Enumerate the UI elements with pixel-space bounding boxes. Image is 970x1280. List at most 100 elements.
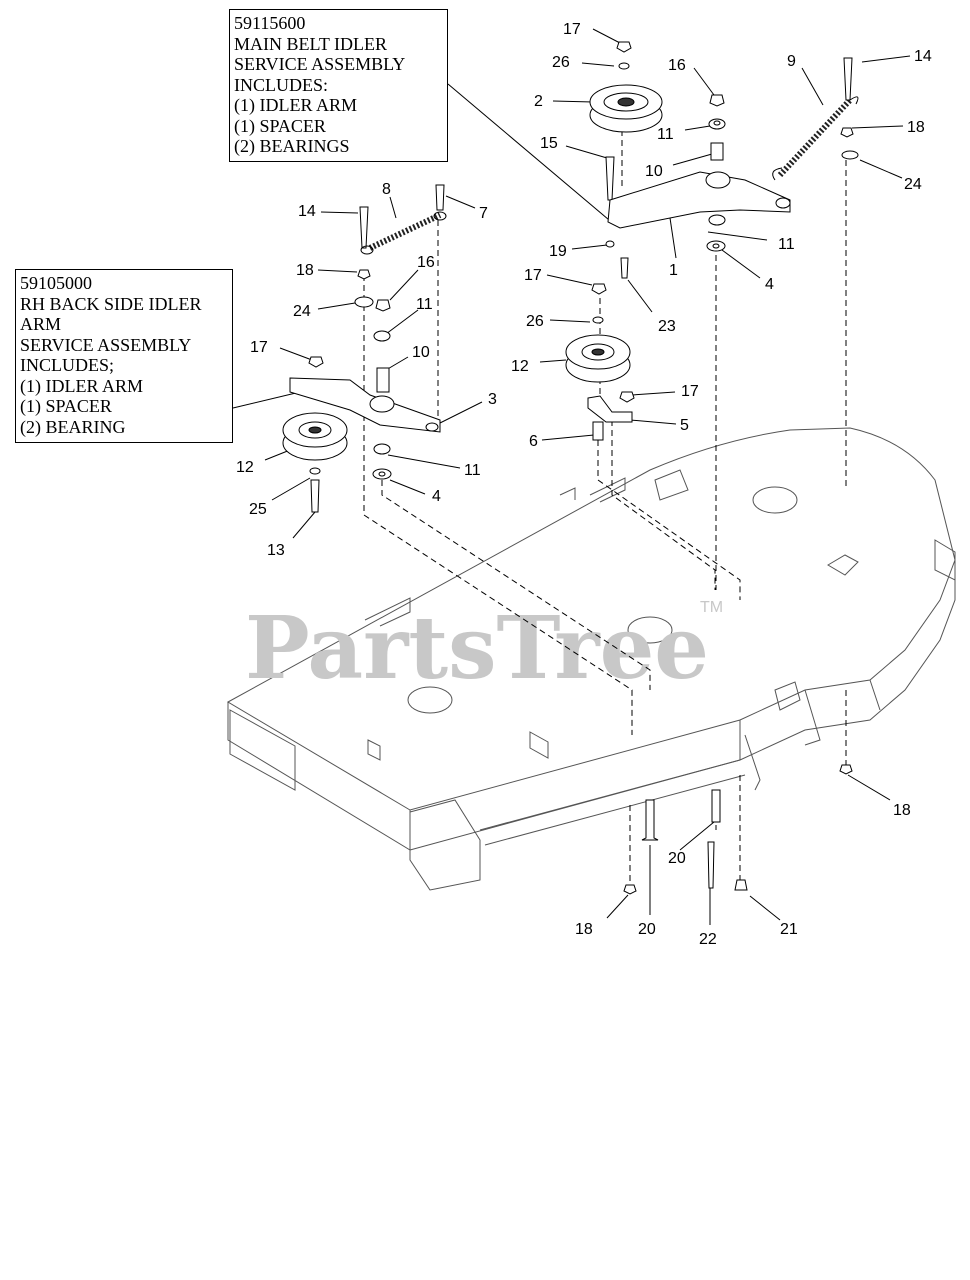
- nut-16-top: [709, 94, 725, 107]
- part-label-1: 1: [669, 262, 678, 279]
- callout-line: (1) IDLER ARM: [20, 375, 143, 396]
- spacer-10: [710, 142, 724, 161]
- bolt-23: [620, 257, 629, 279]
- watermark-tm: TM: [700, 599, 723, 616]
- part-label-18b: 18: [296, 262, 314, 279]
- callout-line: MAIN BELT IDLER: [234, 33, 387, 54]
- washer-4-left: [372, 468, 392, 480]
- parts: [282, 41, 859, 895]
- leader-lines: [232, 28, 911, 925]
- part-label-14: 14: [914, 48, 932, 65]
- part-label-19: 19: [549, 243, 567, 260]
- idler-arm-1: [607, 171, 791, 229]
- part-label-11: 11: [657, 126, 674, 143]
- bearing-11-left-bottom: [373, 443, 391, 455]
- bearing-11-left-top: [373, 330, 391, 342]
- pulley-2: [589, 84, 663, 133]
- part-label-2: 2: [534, 93, 543, 110]
- part-label-16b: 16: [417, 254, 435, 271]
- callout-rh-back-idler: 59105000 RH BACK SIDE IDLER ARM SERVICE …: [15, 269, 233, 443]
- part-label-24b: 24: [293, 303, 311, 320]
- part-label-17c: 17: [681, 383, 699, 400]
- part-label-12b: 12: [236, 459, 254, 476]
- part-label-14b: 14: [298, 203, 316, 220]
- spring-8: [360, 211, 447, 255]
- bolt-22: [707, 841, 715, 889]
- part-label-4: 4: [765, 276, 774, 293]
- nut-17-lower: [619, 391, 635, 403]
- washer-24-left: [354, 296, 374, 308]
- part-labels: 17 26 2 16 11 15 10 14 9 18 24 8 7 19 11…: [236, 21, 932, 948]
- callout-line: RH BACK SIDE IDLER: [20, 293, 202, 314]
- callout-line: SERVICE ASSEMBLY: [20, 334, 192, 355]
- part-label-4b: 4: [432, 488, 441, 505]
- part-label-16: 16: [668, 57, 686, 74]
- callout-line: (2) BEARING: [20, 416, 126, 437]
- bolt-20-center: [641, 799, 659, 841]
- part-label-24: 24: [904, 176, 922, 193]
- nut-18-right: [840, 127, 854, 138]
- part-label-20: 20: [668, 850, 686, 867]
- callout-line: (1) SPACER: [20, 396, 112, 416]
- nut-18-deck-right: [839, 764, 853, 775]
- part-label-26: 26: [552, 54, 570, 71]
- pulley-12-mid: [565, 334, 631, 383]
- part-label-10: 10: [645, 163, 663, 180]
- callout-line: SERVICE ASSEMBLY: [234, 54, 406, 74]
- washer-24-right: [841, 150, 859, 160]
- part-label-12: 12: [511, 358, 529, 375]
- spacer-10-left: [376, 367, 390, 393]
- part-label-11d: 11: [464, 462, 481, 479]
- nut-17-mid: [591, 283, 607, 295]
- part-label-18: 18: [907, 119, 925, 136]
- spring-9: [772, 96, 859, 181]
- part-label-17: 17: [563, 21, 581, 38]
- nut-17-top: [616, 41, 632, 53]
- callout-line: (1) SPACER: [234, 115, 326, 136]
- part-label-6: 6: [529, 433, 538, 450]
- part-label-3: 3: [488, 391, 497, 408]
- bolt-14-right: [843, 57, 853, 101]
- mower-deck: [226, 427, 956, 891]
- part-label-18d: 18: [575, 921, 593, 938]
- part-label-15: 15: [540, 135, 558, 152]
- part-label-25: 25: [249, 501, 267, 518]
- bolt-13: [310, 479, 320, 513]
- bolt-14-left: [359, 206, 369, 249]
- part-label-11c: 11: [416, 296, 433, 313]
- nut-18-left: [357, 269, 371, 280]
- callout-line: INCLUDES:: [234, 74, 328, 95]
- part-label-5: 5: [680, 417, 689, 434]
- bearing-11-mid: [708, 214, 726, 226]
- part-label-17d: 17: [250, 339, 268, 356]
- callout-line: (1) IDLER ARM: [234, 95, 357, 115]
- nut-16-left: [375, 299, 391, 312]
- callout-line: (2) BEARINGS: [234, 136, 350, 156]
- idler-arm-3: [289, 377, 441, 433]
- part-label-23: 23: [658, 318, 676, 335]
- callout-line: ARM: [20, 314, 62, 334]
- bolt-15: [605, 156, 615, 201]
- part-label-22: 22: [699, 931, 717, 948]
- watermark: PartsTree TM: [245, 598, 723, 699]
- part-label-10b: 10: [412, 344, 430, 361]
- callout-line: INCLUDES;: [20, 355, 114, 375]
- part-label-7: 7: [479, 205, 488, 222]
- nut-17-left: [308, 356, 324, 368]
- callout-line: 59115600: [234, 13, 306, 33]
- part-label-9: 9: [787, 53, 796, 70]
- part-label-11b: 11: [778, 236, 795, 253]
- bolt-7: [435, 184, 445, 211]
- part-label-17b: 17: [524, 267, 542, 284]
- washer-26-top: [618, 62, 630, 70]
- watermark-text: PartsTree: [245, 598, 709, 699]
- callout-main-belt-idler: 59115600 MAIN BELT IDLER SERVICE ASSEMBL…: [229, 9, 448, 162]
- washer-4-mid: [706, 240, 726, 252]
- bracket-5: [587, 395, 633, 423]
- washer-19: [605, 240, 615, 248]
- part-label-13: 13: [267, 542, 285, 559]
- part-label-8: 8: [382, 181, 391, 198]
- part-label-18c: 18: [893, 802, 911, 819]
- part-label-20b: 20: [638, 921, 656, 938]
